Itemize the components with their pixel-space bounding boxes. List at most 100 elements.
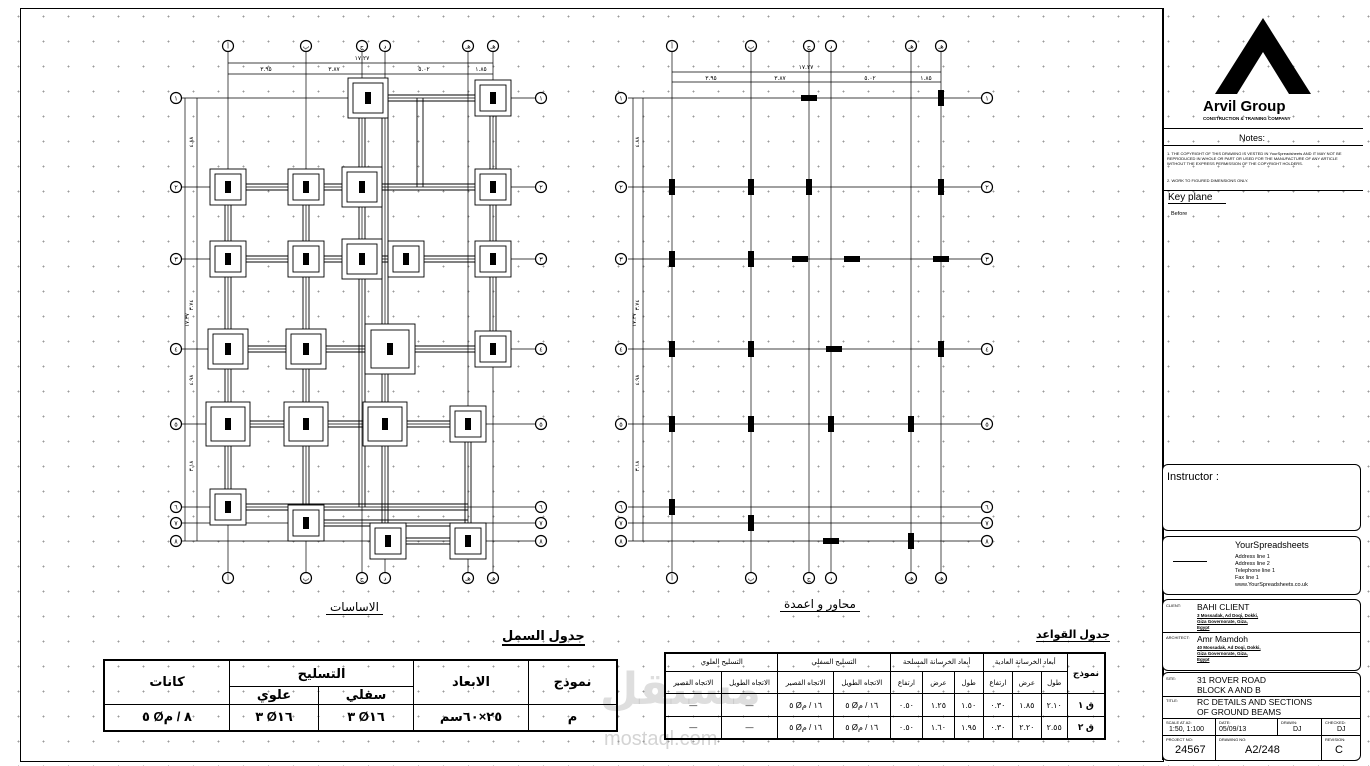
column-axis-bubble-label: ج — [360, 575, 365, 583]
row-axis-bubble — [169, 534, 183, 548]
column-axis-bubble — [299, 571, 313, 585]
row-axis-bubble — [614, 252, 628, 266]
column-axis-bubble-label: أ — [227, 42, 229, 51]
row-axis-bubble — [614, 91, 628, 105]
row-axis-bubble — [534, 252, 548, 266]
key-plane-label: Key plane — [1168, 192, 1227, 204]
column-axis-bubble-label: هـ — [907, 43, 914, 51]
row-axis-bubble-label: ٥ — [985, 421, 989, 429]
dimension-text: ٣.٨٧ — [774, 75, 786, 82]
divider — [1163, 718, 1360, 719]
note-copyright: 1. THE COPYRIGHT OF THIS DRAWING IS VEST… — [1167, 151, 1342, 166]
table-row: — — ٥ Ø١٦ / م ٥ Ø١٦ / م ٠.٥٠ ١.٦٠ ١.٩٥ ٠… — [664, 715, 1106, 740]
title-line-2: OF GROUND BEAMS — [1197, 707, 1282, 717]
row-axis-bubble — [980, 534, 994, 548]
row-axis-bubble-label: ٧ — [619, 520, 623, 528]
row-axis-bubble — [534, 180, 548, 194]
foundations-title: الاساسات — [326, 600, 383, 615]
row-axis-bubble-label: ٢ — [985, 184, 989, 192]
column-section — [303, 517, 309, 529]
cell: ق ٢ — [1066, 715, 1106, 740]
row-axis-bubble — [614, 516, 628, 530]
row-axis-bubble — [534, 516, 548, 530]
row-axis-bubble-label: ٢ — [174, 184, 178, 192]
divider — [1163, 128, 1363, 129]
client-address-2: Giza Governorate, Giza, — [1197, 619, 1248, 624]
column-section — [303, 253, 309, 265]
column-section — [823, 538, 839, 544]
row-axis-bubble-label: ٣ — [174, 256, 178, 264]
column-section — [669, 179, 675, 195]
column-axis-bubble-label: ب — [303, 575, 309, 583]
beam-schedule-table: كانات التسليح الابعاد نموذج علوي سفلي ٥ … — [103, 659, 618, 732]
architect-address-3: Egypt — [1197, 657, 1210, 662]
row-axis-bubble-label: ٤ — [174, 346, 178, 354]
beam-bottom-cell: ٣ Ø١٦ — [318, 703, 414, 732]
column-section — [303, 181, 309, 193]
row-axis-bubble-label: ١ — [619, 95, 623, 103]
firm-fax: Fax line 1 — [1235, 575, 1259, 581]
row-axis-bubble-label: ٤ — [619, 346, 623, 354]
divider — [1277, 718, 1278, 735]
arvil-logo-icon — [1203, 18, 1313, 98]
client-address-3: Egypt — [1197, 625, 1210, 630]
column-section — [748, 251, 754, 267]
cell: ٠.٣٠ — [982, 715, 1014, 740]
top-steel-header: التسليح العلوي — [664, 652, 779, 672]
column-section — [826, 346, 842, 352]
title-line-1: RC DETAILS AND SECTIONS — [1197, 697, 1313, 707]
row-axis-bubble-label: ٦ — [619, 504, 623, 512]
row-axis-bubble-label: ٦ — [539, 504, 543, 512]
column-section — [938, 179, 944, 195]
column-section — [490, 343, 496, 355]
row-axis-bubble-label: ٤ — [985, 346, 989, 354]
row-axis-bubble — [169, 342, 183, 356]
column-section — [359, 181, 365, 193]
column-axis-bubble — [299, 39, 313, 53]
key-plane-before: Before — [1171, 211, 1188, 217]
row-axis-bubble — [169, 180, 183, 194]
column-section — [465, 418, 471, 430]
cell: ١.٩٥ — [953, 715, 984, 740]
column-axis-bubble-label: أ — [671, 42, 673, 51]
cell: ٥ Ø١٦ / م — [777, 715, 834, 740]
divider — [1215, 718, 1216, 760]
dimension-total: ١٧.٣٧ — [185, 313, 191, 327]
row-axis-bubble-label: ٨ — [985, 538, 989, 546]
dimension-text: ٣.٧٤ — [189, 300, 195, 311]
column-axis-bubble — [802, 571, 816, 585]
footing-rc — [454, 527, 482, 555]
row-axis-bubble-label: ٤ — [539, 346, 543, 354]
column-section — [748, 341, 754, 357]
checked-value: DJ — [1337, 726, 1346, 733]
top-short-header: الاتجاه القصير — [664, 670, 722, 695]
row-axis-bubble — [534, 534, 548, 548]
dimension-text: ٥.٠٢ — [418, 66, 430, 73]
row-axis-bubble — [169, 417, 183, 431]
row-axis-bubble — [169, 252, 183, 266]
cell: ١.٥٠ — [953, 693, 984, 717]
column-section — [748, 515, 754, 531]
cell: — — [664, 693, 722, 717]
footing-rc — [214, 173, 242, 201]
column-axis-bubble — [378, 571, 392, 585]
column-section — [387, 343, 393, 355]
row-axis-bubble — [614, 342, 628, 356]
footing-rc — [292, 509, 320, 537]
footing-type-header: نموذج — [1066, 652, 1106, 695]
column-axis-bubble-label: ب — [303, 43, 309, 51]
column-section — [225, 253, 231, 265]
row-axis-bubble — [980, 500, 994, 514]
row-axis-bubble — [534, 91, 548, 105]
plain-dims-header: أبعاد الخرسانة العادية — [982, 652, 1068, 672]
cell: ١.٨٥ — [1012, 693, 1042, 717]
scale-label: SCALE AT A2: — [1166, 720, 1192, 725]
column-section — [908, 533, 914, 549]
architect-address-1: 40 Mossadak, Ad Doqi, Dokki, — [1197, 645, 1261, 650]
column-axis-bubble — [355, 571, 369, 585]
divider — [1163, 735, 1360, 736]
column-axis-bubble — [802, 39, 816, 53]
company-name: Arvil Group — [1203, 98, 1286, 115]
column-axis-bubble-label: أ — [671, 574, 673, 583]
divider — [1321, 718, 1322, 760]
